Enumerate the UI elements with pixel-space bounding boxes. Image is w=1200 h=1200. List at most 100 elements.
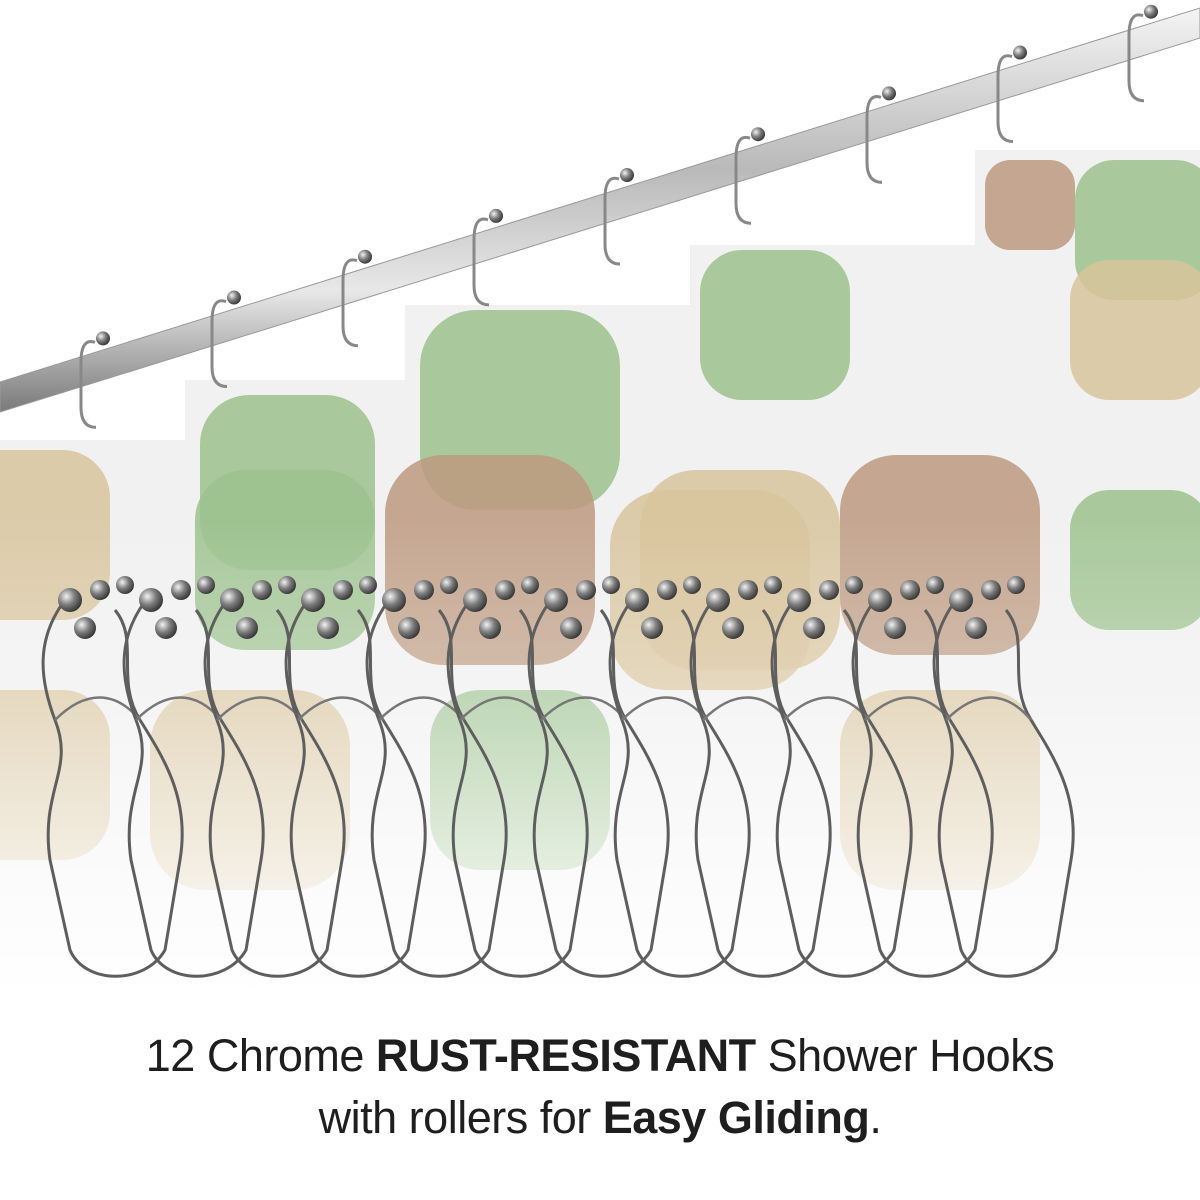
hook-wire xyxy=(41,599,184,978)
hook-wire xyxy=(203,599,346,978)
rod-hook xyxy=(210,299,228,389)
roller-ball xyxy=(620,168,634,183)
roller-ball xyxy=(706,588,730,612)
caption-text: Shower Hooks xyxy=(755,1030,1055,1081)
hook-wire xyxy=(932,599,1075,978)
rod-hooks xyxy=(79,4,1158,429)
roller-ball xyxy=(787,588,811,612)
roller-ball xyxy=(683,576,701,594)
roller-ball xyxy=(489,208,503,223)
roller-ball xyxy=(544,588,568,612)
hook-wire xyxy=(122,599,265,978)
caption-emphasis: Easy Gliding xyxy=(602,1092,870,1143)
shower-hook xyxy=(284,576,427,978)
roller-ball xyxy=(981,580,1001,600)
roller-ball xyxy=(359,576,377,594)
roller-ball xyxy=(171,580,191,600)
roller-ball xyxy=(398,617,420,639)
hook-wire xyxy=(446,599,589,978)
roller-ball xyxy=(560,617,582,639)
hook-wire xyxy=(770,599,913,978)
shower-hook xyxy=(527,576,670,978)
roller-ball xyxy=(440,576,458,594)
caption-text: 12 Chrome xyxy=(145,1030,376,1081)
caption-text: . xyxy=(869,1092,882,1143)
hook-wire xyxy=(608,599,751,978)
rod-hook xyxy=(865,95,883,184)
roller-ball xyxy=(414,580,434,600)
roller-ball xyxy=(317,617,339,639)
shower-hook xyxy=(608,576,751,978)
roller-ball xyxy=(252,580,272,600)
roller-ball xyxy=(722,617,744,639)
hook-wire xyxy=(365,599,508,978)
roller-ball xyxy=(382,588,406,612)
roller-ball xyxy=(333,580,353,600)
roller-ball xyxy=(738,580,758,600)
roller-ball xyxy=(845,576,863,594)
curtain-tile xyxy=(985,160,1075,250)
roller-ball xyxy=(625,588,649,612)
roller-ball xyxy=(301,588,325,612)
roller-ball xyxy=(197,576,215,594)
roller-ball xyxy=(227,290,241,305)
roller-ball xyxy=(965,617,987,639)
curtain-tile xyxy=(700,250,850,400)
roller-ball xyxy=(236,617,258,639)
shower-hook xyxy=(932,576,1075,978)
roller-ball xyxy=(657,580,677,600)
roller-ball xyxy=(278,576,296,594)
curtain-rod xyxy=(0,7,1200,413)
hook-wire xyxy=(527,599,670,978)
roller-ball xyxy=(220,588,244,612)
shower-hook xyxy=(203,576,346,978)
roller-ball xyxy=(479,617,501,639)
hook-wire-cross xyxy=(945,696,1032,721)
hook-set xyxy=(41,576,1075,978)
roller-ball xyxy=(358,249,372,264)
roller-ball xyxy=(155,617,177,639)
roller-ball xyxy=(803,617,825,639)
caption-line-2: with rollers for Easy Gliding. xyxy=(0,1092,1200,1144)
hook-wire xyxy=(689,599,832,978)
roller-ball xyxy=(139,588,163,612)
roller-ball xyxy=(1007,576,1025,594)
shower-hook xyxy=(446,576,589,978)
roller-ball xyxy=(463,588,487,612)
shower-hook xyxy=(689,576,832,978)
curtain-tile xyxy=(1070,260,1200,400)
shower-hook xyxy=(41,576,184,978)
roller-ball xyxy=(495,580,515,600)
shower-hook xyxy=(122,576,265,978)
roller-ball xyxy=(90,580,110,600)
roller-ball xyxy=(96,331,110,346)
rod-hook xyxy=(734,135,752,225)
roller-ball xyxy=(602,576,620,594)
hook-wire xyxy=(284,599,427,978)
roller-ball xyxy=(926,576,944,594)
rod-hook xyxy=(1127,13,1145,103)
roller-ball xyxy=(521,576,539,594)
roller-ball xyxy=(900,580,920,600)
roller-ball xyxy=(1013,45,1027,60)
roller-ball xyxy=(819,580,839,600)
roller-ball xyxy=(751,127,765,142)
rod-hook xyxy=(341,258,359,348)
hook-wire xyxy=(851,599,994,978)
rod-hook xyxy=(472,217,490,307)
roller-ball xyxy=(116,576,134,594)
shower-hook xyxy=(851,576,994,978)
roller-ball xyxy=(764,576,782,594)
roller-ball xyxy=(868,588,892,612)
roller-ball xyxy=(882,86,896,101)
roller-ball xyxy=(58,588,82,612)
rod-hook xyxy=(603,176,621,266)
fade-overlay xyxy=(0,520,1200,1000)
rod-hook xyxy=(996,54,1014,144)
roller-ball xyxy=(74,617,96,639)
roller-ball xyxy=(949,588,973,612)
caption-text: with rollers for xyxy=(318,1092,603,1143)
caption-line-1: 12 Chrome RUST-RESISTANT Shower Hooks xyxy=(0,1030,1200,1082)
